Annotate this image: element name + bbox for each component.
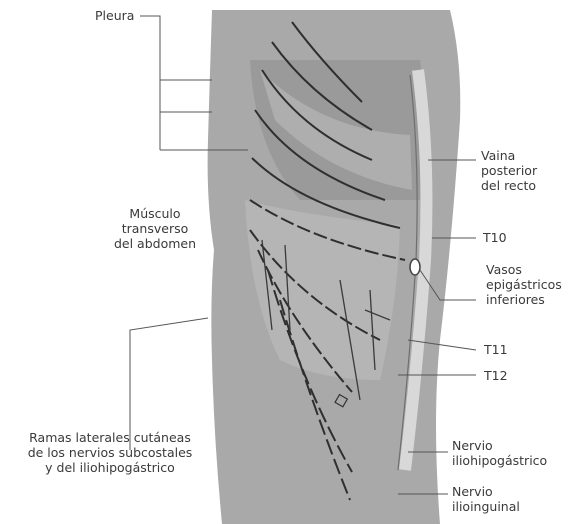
label-t10: T10 — [483, 230, 507, 245]
epigastric-vessel-section — [410, 259, 420, 275]
label-t11: T11 — [484, 342, 508, 357]
label-iliohypogastric-nerve: Nervio iliohipogástrico — [452, 438, 547, 468]
label-transversus-muscle: Músculo transverso del abdomen — [100, 206, 210, 251]
label-posterior-rectus-sheath: Vaina posterior del recto — [481, 148, 537, 193]
label-epigastric-vessels: Vasos epigástricos inferiores — [486, 262, 562, 307]
label-lateral-cutaneous-branches: Ramas laterales cutáneas de los nervios … — [10, 430, 210, 475]
label-t12: T12 — [484, 368, 508, 383]
label-ilioinguinal-nerve: Nervio ilioinguinal — [452, 484, 520, 514]
label-pleura: Pleura — [95, 8, 134, 23]
